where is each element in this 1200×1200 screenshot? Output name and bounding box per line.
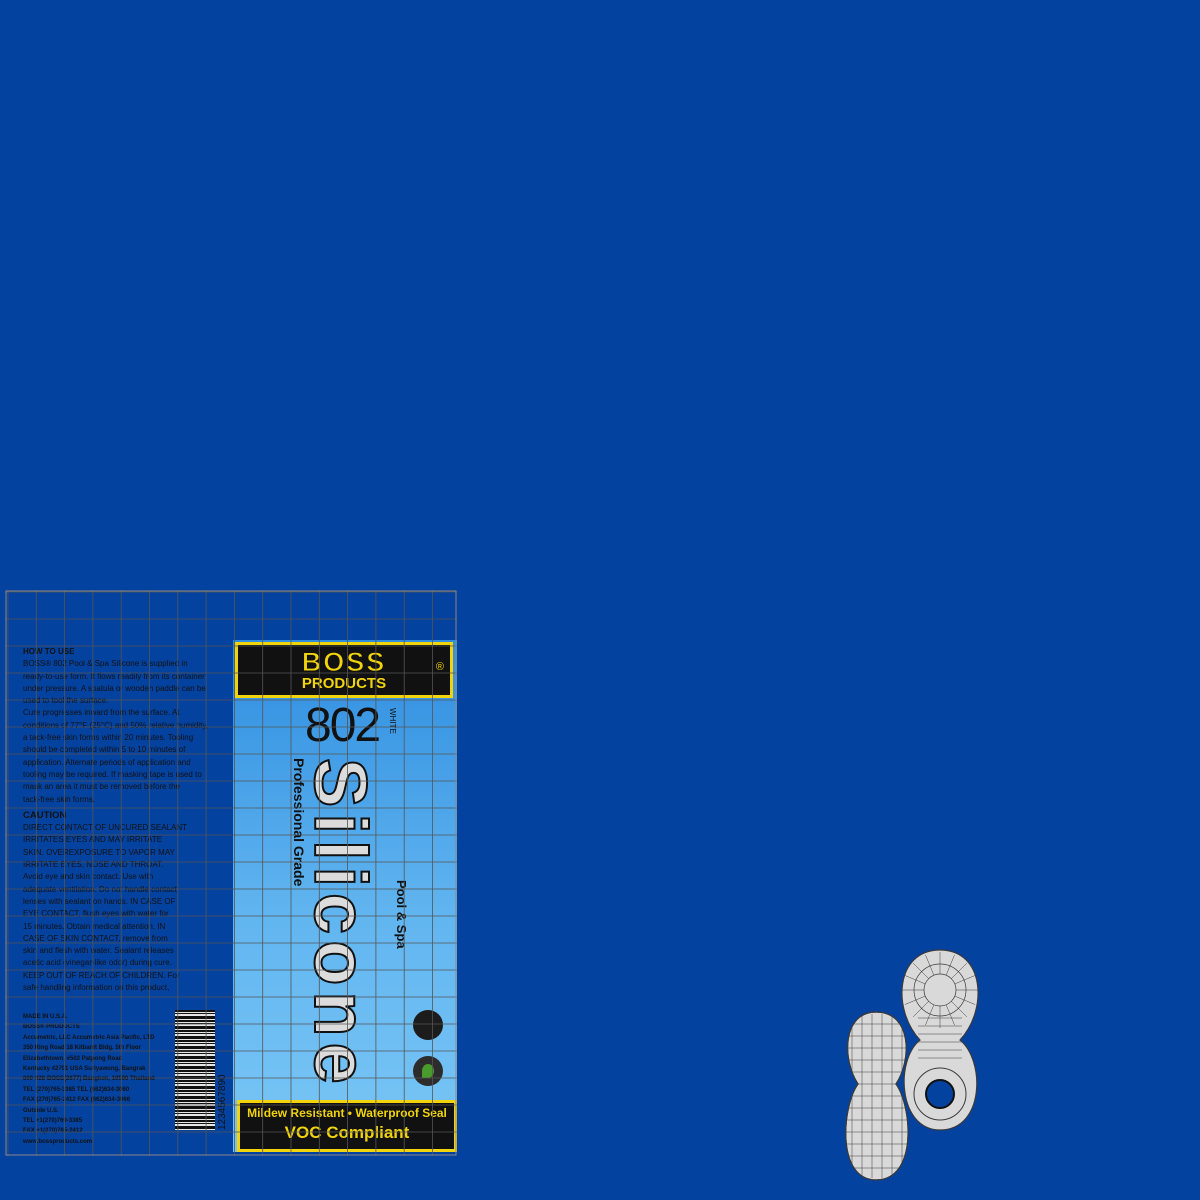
caution-line: SKIN. OVEREXPOSURE TO VAPOR MAY [23, 847, 175, 857]
uv-edge [912, 962, 929, 979]
uv-edge [954, 975, 976, 985]
caution-line: IRRITATES EYES AND MAY IRRITATE [23, 835, 163, 845]
address-line: TEL (270)765-3385 TEL (662)634-3060 [23, 1086, 130, 1093]
caution-line: safe handling information on this produc… [23, 983, 170, 993]
address-line: BOSS® PRODUCTS [23, 1024, 80, 1031]
compliance-text: VOC Compliant [284, 1123, 410, 1142]
address-line: 350 Ring Road 18 Kitbanit Bldg. 5th Floo… [23, 1045, 142, 1052]
caution-line: EYE CONTACT, flush eyes with water for [23, 909, 169, 919]
how-to-use-line: tack-free skin forms. [23, 794, 96, 804]
product-number: 802 [305, 699, 381, 752]
caution-line: skin and flesh with water. Sealant relea… [23, 946, 174, 956]
caution-line: lenses with sealant on hands. IN CASE OF [23, 896, 176, 906]
uv-edge [904, 975, 926, 985]
uv-keyhole-hole [925, 1079, 955, 1109]
how-to-use-block: HOW TO USE BOSS® 802 Pool & Spa Silicone… [23, 646, 223, 994]
uv-keyhole [901, 949, 979, 1131]
certification-badge-icon [413, 1010, 443, 1040]
uv-edge [904, 995, 926, 1005]
leaf-badge-icon [413, 1056, 443, 1086]
how-to-use-line: BOSS® 802 Pool & Spa Silicone is supplie… [23, 659, 188, 669]
caution-line: adequate ventilation. Do not handle cont… [23, 884, 177, 894]
how-to-use-line: application. Alternate periods of applic… [23, 757, 191, 767]
uv-edge [945, 1004, 955, 1026]
how-to-use-title: HOW TO USE [23, 647, 75, 656]
brand-name: BOSS [301, 647, 387, 678]
address-line: 800-928-BOSS(2677) Bangkok, 10500 Thaila… [23, 1076, 155, 1083]
how-to-use-line: mask an area it must be removed before t… [23, 782, 180, 792]
address-line: Kentucky 42701 USA Suriyawong, Bangrak [23, 1066, 146, 1073]
product-name: Silicone [298, 757, 383, 1091]
brand-subtitle: PRODUCTS [301, 675, 387, 692]
caution-title: CAUTION [23, 809, 67, 821]
feature-line: Mildew Resistant • Waterproof Seal [247, 1106, 447, 1120]
how-to-use-body: BOSS® 802 Pool & Spa Silicone is supplie… [23, 658, 223, 806]
uv-edge [951, 962, 968, 979]
label-footer: Mildew Resistant • Waterproof Seal VOC C… [237, 1100, 457, 1152]
address-line: MADE IN U.S.A. [23, 1014, 68, 1020]
caution-line: Avoid eye and skin contact. Use with [23, 872, 154, 882]
brand-header: BOSS ® PRODUCTS [235, 642, 453, 698]
how-to-use-line: ready-to-use form. It flows readily from… [23, 671, 205, 681]
address-line: www.bossproducts.com [23, 1138, 93, 1145]
uv-edge [925, 1004, 935, 1026]
barcode-number: 1234567890 [217, 1074, 228, 1130]
product-name-text: Silicone [298, 757, 383, 1091]
how-to-use-line: should be completed within 5 to 10 minut… [23, 745, 186, 755]
uv-peanut-outline [845, 1011, 909, 1181]
caution-line: acetic acid (vinegar-like odor) during c… [23, 958, 172, 968]
address-line: TEL +1(270)769-3385 [23, 1118, 83, 1125]
caution-line: KEEP OUT OF REACH OF CHILDREN. For [23, 970, 180, 980]
how-to-use-line: used to tool the surface. [23, 696, 109, 706]
registered-mark: ® [435, 661, 444, 673]
uv-edge [912, 1001, 929, 1018]
caution-line: 15 minutes. Obtain medical attention. IN [23, 921, 166, 931]
uv-edge [951, 1001, 968, 1018]
address-line: Elizabethtown, #502 Patpong Road [23, 1055, 123, 1062]
grade-text: Professional Grade [291, 758, 307, 887]
color-word: WHITE [388, 708, 397, 734]
address-line: FAX +1(270)765-2412 [23, 1128, 83, 1135]
caution-body: DIRECT CONTACT OF UNCURED SEALANT IRRITAT… [23, 822, 223, 994]
how-to-use-line: under pressure. A spatula or wooden padd… [23, 683, 206, 693]
address-line: Outside U.S. [23, 1107, 59, 1114]
how-to-use-line: Cure progresses inward from the surface.… [23, 708, 180, 718]
caution-line: IRRITATE EYES, NOSE AND THROAT. [23, 860, 164, 870]
address-line: Accumetric, LLC Accumetric Asia Pacific,… [23, 1034, 155, 1041]
how-to-use-line: a tack-free skin forms within 20 minutes… [23, 733, 194, 743]
how-to-use-line: conditions of 77°F (25°C) and 50% relati… [23, 720, 209, 730]
address-line: FAX (270)765-2412 FAX (662)634-3066 [23, 1097, 131, 1104]
address-block: MADE IN U.S.A. BOSS® PRODUCTS Accumetric, … [23, 1012, 183, 1147]
use-text: Pool & Spa [394, 880, 409, 949]
uv-edge [954, 995, 976, 1005]
how-to-use-line: tooling may be required. If masking tape… [23, 769, 202, 779]
caution-line: DIRECT CONTACT OF UNCURED SEALANT [23, 823, 188, 833]
uv-edge [925, 954, 935, 976]
barcode [175, 1010, 215, 1130]
leaf-icon [422, 1064, 434, 1078]
caution-line: CASE OF SKIN CONTACT, remove from [23, 933, 168, 943]
uv-edge [945, 954, 955, 976]
